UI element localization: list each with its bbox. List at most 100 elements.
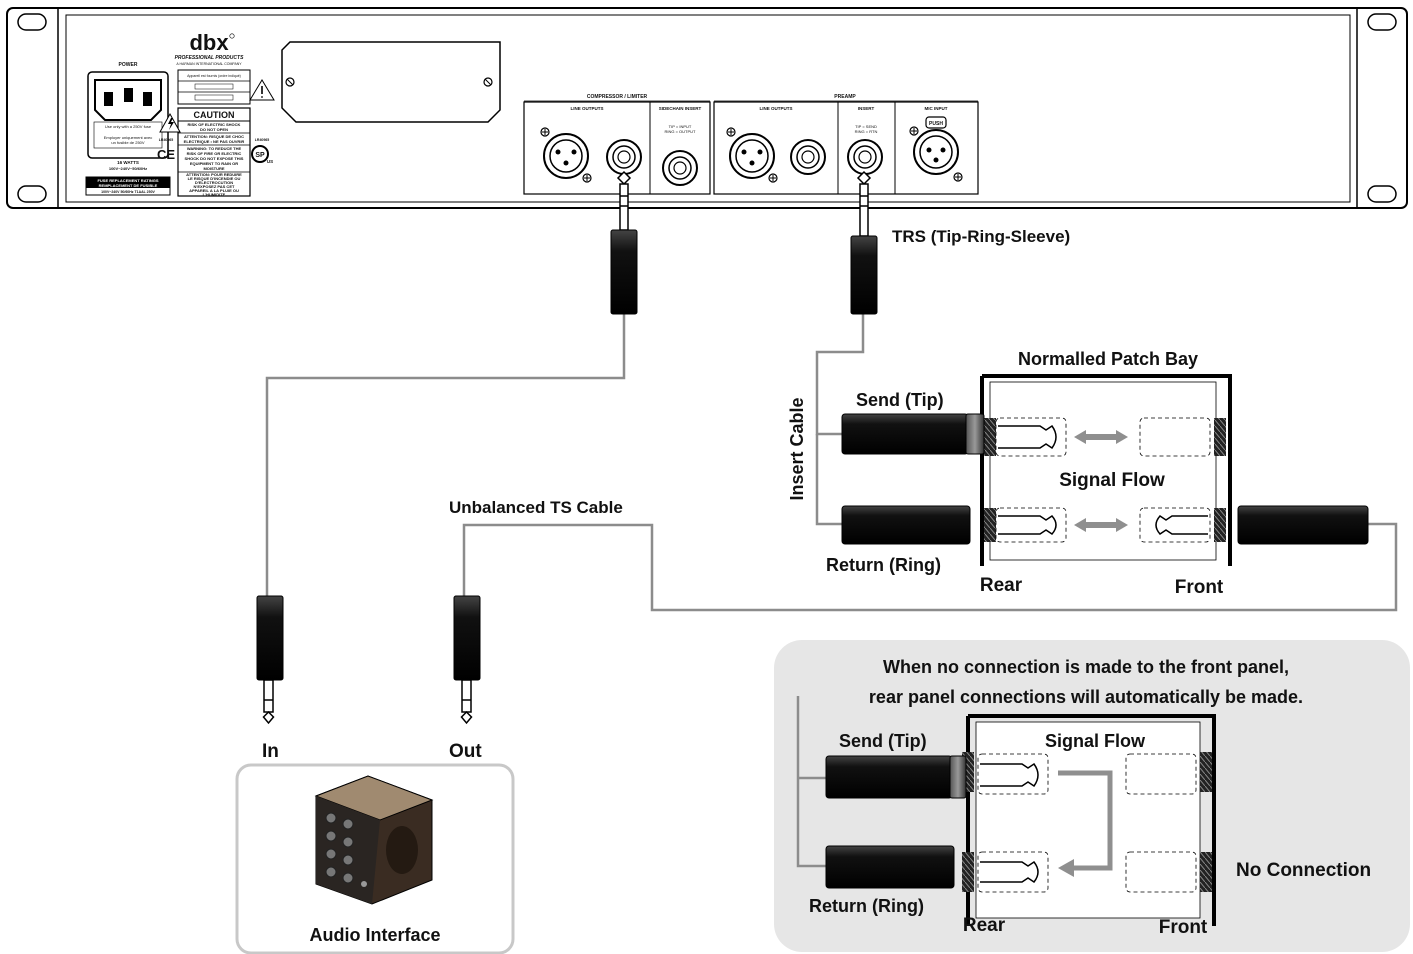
iec-pin bbox=[104, 92, 113, 106]
return-ring-plug bbox=[841, 505, 971, 545]
insert-cable-label: Insert Cable bbox=[787, 397, 807, 500]
push-label: PUSH bbox=[929, 121, 943, 127]
rack-ear-slot bbox=[1367, 13, 1397, 31]
return-ring-label: Return (Ring) bbox=[826, 555, 941, 575]
fuse-holder bbox=[93, 121, 163, 149]
ce-mark-icon: CE bbox=[157, 147, 175, 162]
front-label: Front bbox=[1175, 577, 1224, 598]
preamp-line-outputs-label: LINE OUTPUTS bbox=[759, 106, 792, 111]
normalled-flow-arrow-icon bbox=[1058, 859, 1074, 877]
rear-send-jack bbox=[984, 418, 996, 456]
preamp-header: PREAMP bbox=[834, 94, 856, 100]
preamp-insert-jack bbox=[847, 139, 883, 175]
cert-number-left: LR40965 bbox=[159, 138, 173, 142]
fuse-replacement-fr-label: REMPLACEMENT DE FUSIBLE bbox=[99, 183, 158, 188]
blank-cover-plate bbox=[281, 41, 501, 123]
normalled-patch-bay-title: Normalled Patch Bay bbox=[1018, 349, 1198, 369]
cables bbox=[265, 314, 1398, 612]
warning-line-1: WARNING: TO REDUCE THE bbox=[187, 146, 242, 151]
warning-line-6: ATTENTION: POUR REDUIRE bbox=[186, 172, 242, 177]
unbalanced-ts-label: Unbalanced TS Cable bbox=[449, 498, 623, 517]
send-tip-plug bbox=[841, 413, 985, 455]
warning-line-11: L'HUMIDITE bbox=[203, 192, 226, 197]
note-front-label: Front bbox=[1159, 917, 1208, 938]
signal-flow-label: Signal Flow bbox=[1059, 470, 1165, 491]
rack-ear-slot bbox=[17, 13, 47, 31]
warning-line-5: MOISTURE bbox=[203, 166, 224, 171]
brand-sub2: A HARMAN INTERNATIONAL COMPANY bbox=[176, 62, 242, 66]
unbalanced-ts-cable bbox=[462, 522, 1398, 612]
note-rear-label: Rear bbox=[963, 915, 1006, 936]
fuse-note-3: un fusible de 250V bbox=[111, 140, 144, 145]
warning-line-10: APPAREIL A LA PLUIE OU bbox=[189, 188, 239, 193]
normalled-flow-path bbox=[1058, 770, 1113, 871]
note-line-1: When no connection is made to the front … bbox=[883, 657, 1289, 677]
registered-mark-icon bbox=[229, 33, 235, 39]
signal-flow-arrow-icon bbox=[1074, 430, 1128, 444]
voltage-label: 100V~240V~50/60Hz bbox=[109, 166, 147, 171]
compressor-header: COMPRESSOR / LIMITER bbox=[587, 94, 648, 100]
in-label: In bbox=[262, 741, 279, 762]
warning-line-3: SHOCK DO NOT EXPOSE THIS bbox=[185, 156, 244, 161]
caution-line-1: RISK OF ELECTRIC SHOCK bbox=[188, 122, 241, 127]
note-return-ring-plug bbox=[825, 845, 955, 889]
normalled-patch-bay: Normalled Patch Bay Signal Flow Rear Fro… bbox=[980, 349, 1232, 598]
sidechain-jack bbox=[662, 150, 698, 186]
iec-pin bbox=[143, 92, 152, 106]
caution-line-3: ATTENTION: RISQUE DE CHOC bbox=[184, 134, 244, 139]
csa-mark-text: SP bbox=[255, 152, 265, 159]
fuse-replacement-label: FUSE REPLACEMENT RATINGS bbox=[97, 178, 158, 183]
note-box: When no connection is made to the front … bbox=[774, 640, 1410, 952]
front-ts-plug bbox=[1237, 505, 1369, 545]
out-ts-plug bbox=[453, 595, 481, 725]
preamp-xlr-output-jack bbox=[726, 127, 778, 183]
power-label: POWER bbox=[119, 62, 138, 68]
preamp-quarter-inch-output-jack bbox=[790, 139, 826, 175]
out-label: Out bbox=[449, 741, 482, 762]
note-send-tip-plug bbox=[825, 755, 967, 799]
rear-label: Rear bbox=[980, 575, 1023, 596]
fuse-note-2: Employer uniquement avec bbox=[104, 135, 152, 140]
warning-line-2: RISK OF FIRE OR ELECTRIC bbox=[187, 151, 242, 156]
note-line-2: rear panel connections will automaticall… bbox=[869, 687, 1303, 707]
no-connection-label: No Connection bbox=[1236, 860, 1371, 881]
caution-title: CAUTION bbox=[194, 110, 235, 120]
comp-line-outputs-label: LINE OUTPUTS bbox=[570, 106, 603, 111]
rack-ear-slot bbox=[1367, 185, 1397, 203]
rear-return-jack bbox=[984, 508, 996, 542]
trs-label: TRS (Tip-Ring-Sleeve) bbox=[892, 227, 1070, 246]
insert-ring-label: RING = RTN bbox=[855, 129, 878, 134]
csa-us-label: US bbox=[267, 159, 273, 164]
front-top-jack bbox=[1214, 418, 1226, 456]
note-signal-flow-label: Signal Flow bbox=[1045, 731, 1146, 751]
warning-line-7: LE RISQUE D'INCENDIE OU bbox=[188, 176, 241, 181]
preamp-insert-label: INSERT bbox=[858, 106, 875, 111]
cert-number-right: LR40965 bbox=[255, 138, 269, 142]
fuse-spec-label: 100V~240V 50/60Hz T1AAL 250V bbox=[101, 190, 155, 194]
appareil-note: Appareil est fournis (ordre indiqué) bbox=[187, 74, 241, 78]
mic-input-xlr-jack: PUSH bbox=[909, 116, 963, 182]
send-tip-label: Send (Tip) bbox=[856, 390, 944, 410]
comp-quarter-inch-output-jack bbox=[606, 139, 642, 175]
insert-cable-send bbox=[815, 314, 865, 436]
mic-input-label: MIC INPUT bbox=[925, 106, 948, 111]
brand-sub: PROFESSIONAL PRODUCTS bbox=[175, 55, 244, 61]
audio-interface-device-icon bbox=[314, 775, 434, 905]
dbx-logo: dbx bbox=[189, 30, 229, 55]
rack-ear-slot bbox=[17, 185, 47, 203]
compressor-to-in-cable bbox=[265, 314, 626, 598]
comp-xlr-output-jack bbox=[540, 127, 592, 183]
watts-label: 16 WATTS bbox=[117, 160, 139, 165]
csa-mark-icon bbox=[251, 145, 269, 163]
signal-flow-arrow-icon bbox=[1074, 518, 1128, 532]
rack-unit: POWER Use only with a 250V fuse Employer… bbox=[6, 7, 1408, 209]
comp-output-trs-plug bbox=[610, 170, 638, 315]
note-return-ring-label: Return (Ring) bbox=[809, 896, 924, 916]
preamp-insert-trs-plug bbox=[850, 170, 878, 315]
caution-line-4: ELECTRIQUE • NE PAS OUVRIR bbox=[184, 139, 245, 144]
sidechain-tip-label: TIP = INPUT bbox=[669, 124, 692, 129]
caution-block bbox=[177, 107, 251, 197]
warning-line-4: EQUIPMENT TO RAIN OR bbox=[190, 161, 238, 166]
front-bottom-jack bbox=[1214, 508, 1226, 542]
